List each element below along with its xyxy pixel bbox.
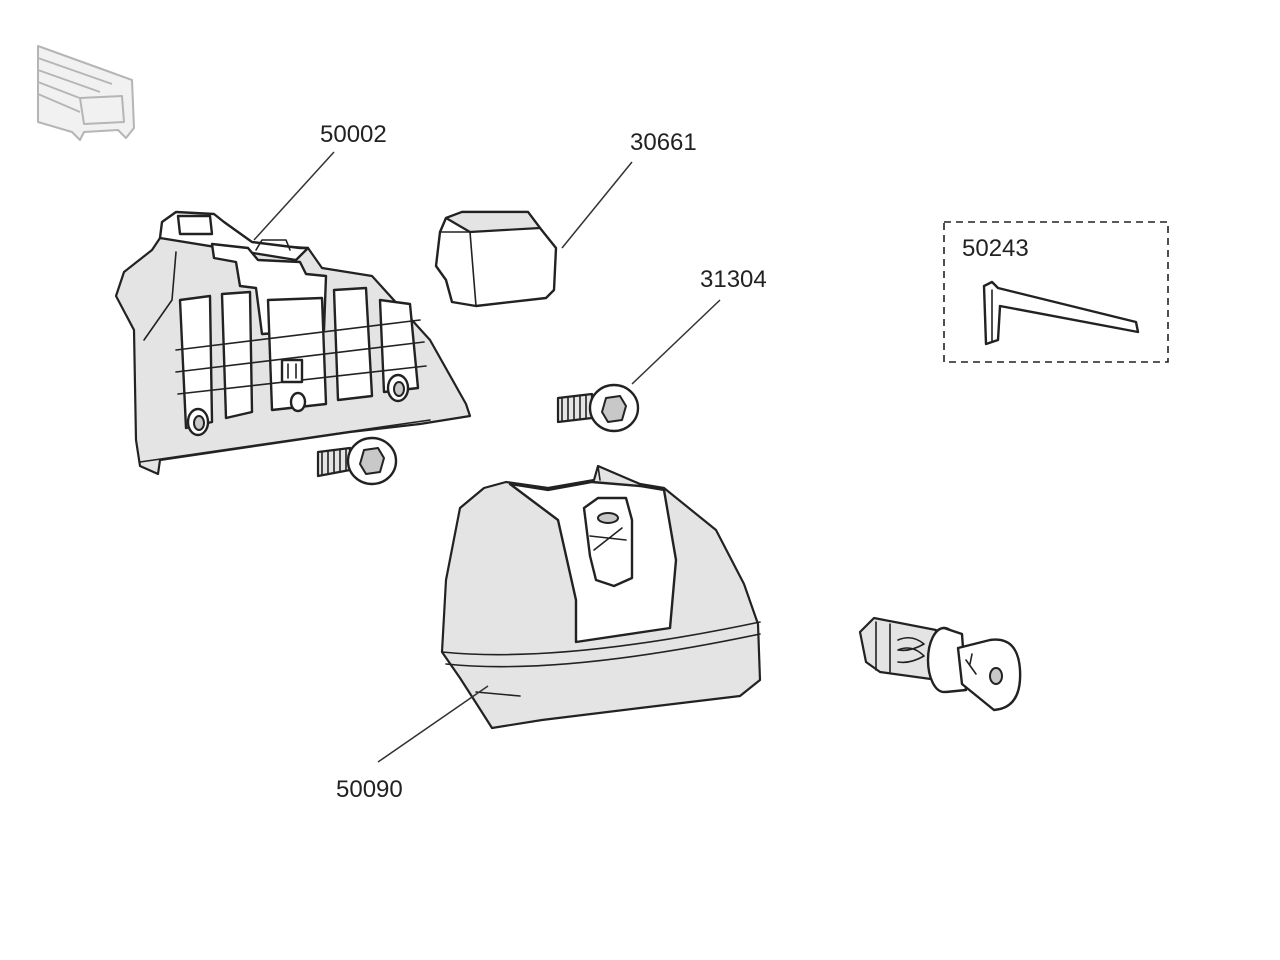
screw-left (316, 436, 398, 486)
part-label-pad: 30661 (630, 129, 697, 156)
leader-line-foot (253, 151, 335, 241)
rubber-pad (434, 210, 558, 308)
part-label-tool: 50243 (962, 235, 1029, 262)
part-label-cover: 50090 (336, 776, 403, 803)
lock-cylinder-with-key (858, 616, 1022, 712)
allen-key-box (943, 221, 1169, 363)
roof-bar-profile (37, 45, 135, 141)
cover (440, 464, 762, 730)
part-label-screw: 31304 (700, 266, 767, 293)
leader-line-cover (377, 685, 489, 763)
leader-line-pad (561, 161, 633, 249)
foot-assembly (114, 210, 472, 476)
leader-line-screw (631, 299, 721, 385)
part-label-foot: 50002 (320, 121, 387, 148)
screw-right (556, 383, 640, 433)
